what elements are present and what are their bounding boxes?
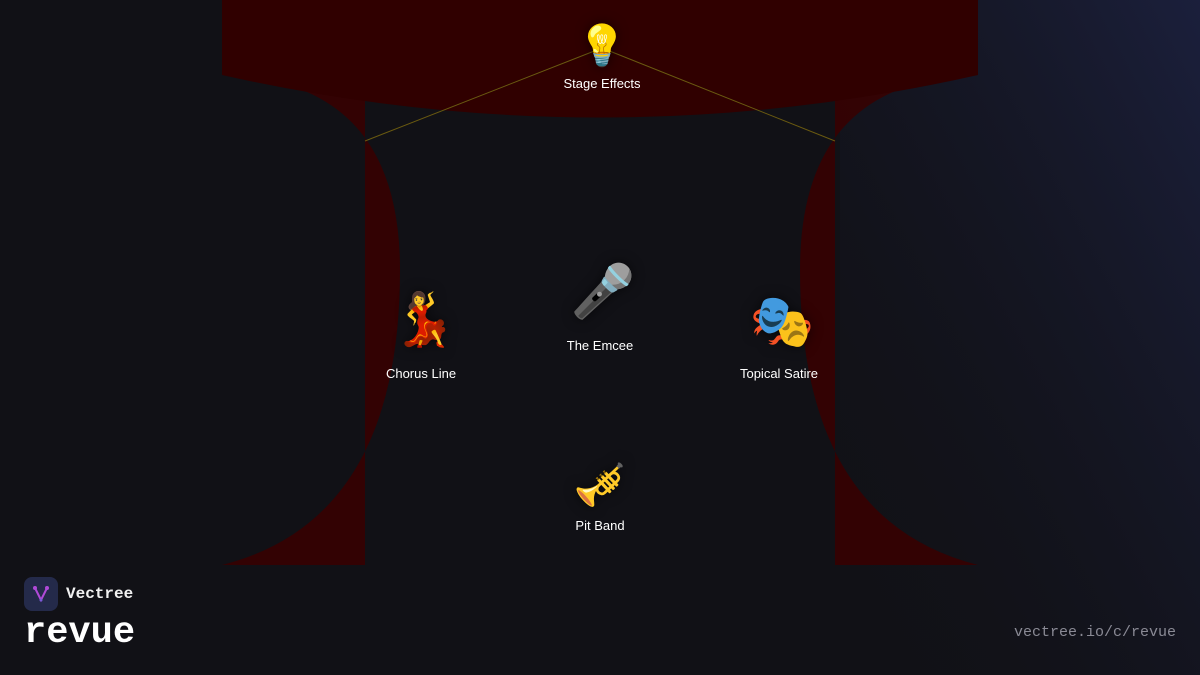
- node-label: The Emcee: [566, 338, 634, 353]
- node-topical-satire[interactable]: 🎭 Topical Satire: [739, 292, 821, 381]
- light-bulb-icon: 💡: [577, 23, 627, 69]
- vectree-logo-icon: [24, 577, 58, 611]
- microphone-icon: 🎤: [570, 262, 636, 322]
- collection-title: revue: [24, 612, 136, 654]
- brand-name: Vectree: [66, 585, 134, 603]
- collection-url[interactable]: vectree.io/c/revue: [1013, 624, 1176, 641]
- node-pit-band[interactable]: 🎺 Pit Band: [573, 460, 627, 534]
- dancer-icon: 💃: [391, 290, 457, 350]
- spotlight-line-left: [364, 47, 603, 142]
- brand-block: Vectree revue: [24, 577, 135, 652]
- node-stage-effects[interactable]: 💡 Stage Effects: [563, 26, 640, 91]
- node-the-emcee[interactable]: 🎤 The Emcee: [566, 262, 636, 353]
- top-valance: [222, 0, 978, 118]
- node-label: Chorus Line: [385, 366, 457, 381]
- trumpet-icon: 🎺: [573, 460, 627, 509]
- spotlight-line-right: [601, 47, 836, 142]
- node-label: Topical Satire: [739, 366, 819, 381]
- node-label: Pit Band: [575, 518, 625, 533]
- node-chorus-line[interactable]: 💃 Chorus Line: [385, 290, 459, 381]
- node-label: Stage Effects: [563, 76, 641, 91]
- theater-masks-icon: 🎭: [749, 292, 815, 352]
